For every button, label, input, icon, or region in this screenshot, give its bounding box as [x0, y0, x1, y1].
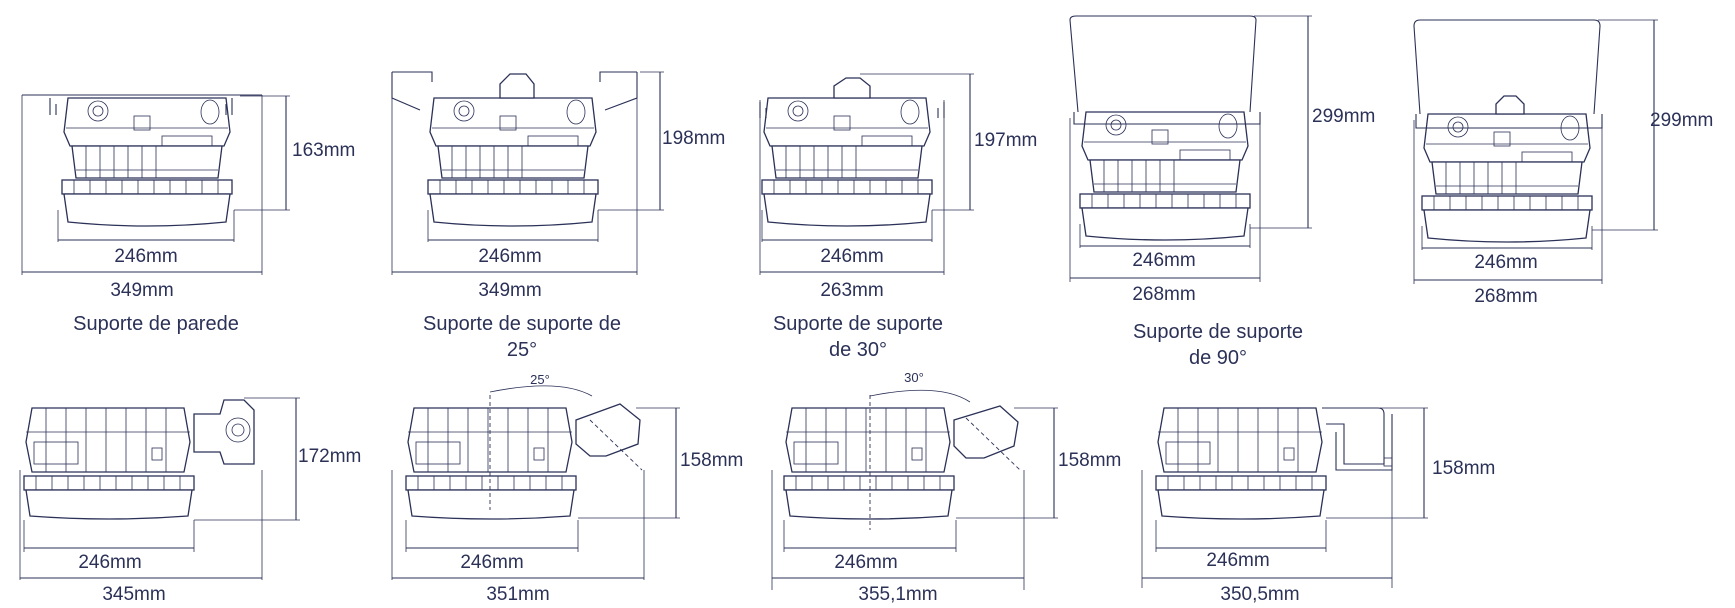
- width-inner-label: 246mm: [1206, 550, 1269, 571]
- caption-line-1: Suporte de suporte: [773, 313, 943, 335]
- height-label: 198mm: [662, 128, 725, 149]
- width-outer-label: 349mm: [110, 280, 173, 301]
- side-view-bracket-30: 30° 246mm 355,1mm 158mm: [771, 370, 1121, 605]
- side-view-wall: 246mm 345mm 172mm: [19, 397, 361, 605]
- height-label: 158mm: [680, 450, 743, 471]
- caption-line-1: Suporte de suporte: [1133, 321, 1303, 343]
- angle-label: 30°: [904, 370, 924, 385]
- angle-label: 25°: [530, 372, 550, 387]
- width-outer-label: 355,1mm: [858, 584, 937, 605]
- lamp-side-view-icon: [23, 407, 195, 520]
- width-outer-label: 351mm: [486, 584, 549, 605]
- caption-line-2: 25°: [507, 339, 537, 361]
- lamp-side-view-icon: [1155, 407, 1327, 520]
- height-label: 158mm: [1058, 450, 1121, 471]
- front-view-bracket-30: 246mm 263mm 197mm Suporte de suporte de …: [759, 73, 1037, 361]
- side-view-bracket-25: 25° 246mm 351mm 158mm: [391, 372, 743, 605]
- front-view-bracket-90-alt: 246mm 268mm 299mm: [1413, 19, 1713, 307]
- width-inner-label: 246mm: [78, 552, 141, 573]
- lamp-side-view-icon: [783, 407, 955, 520]
- height-label: 172mm: [298, 446, 361, 467]
- width-outer-label: 268mm: [1474, 286, 1537, 307]
- width-inner-label: 246mm: [114, 246, 177, 267]
- caption-line-1: Suporte de parede: [73, 313, 239, 335]
- height-label: 299mm: [1650, 110, 1713, 131]
- front-view-bracket-90: 246mm 268mm 299mm Suporte de suporte de …: [1069, 15, 1375, 369]
- front-view-bracket-25: 246mm 349mm 198mm Suporte de suporte de …: [391, 71, 725, 361]
- caption-line-2: de 30°: [829, 339, 887, 361]
- width-inner-label: 246mm: [820, 246, 883, 267]
- lamp-front-view-icon: [1421, 113, 1593, 243]
- width-outer-label: 268mm: [1132, 284, 1195, 305]
- front-view-wall: 246mm 349mm 163mm Suporte de parede: [21, 94, 355, 335]
- height-label: 299mm: [1312, 106, 1375, 127]
- width-outer-label: 345mm: [102, 584, 165, 605]
- width-inner-label: 246mm: [1132, 250, 1195, 271]
- width-inner-label: 246mm: [460, 552, 523, 573]
- width-outer-label: 263mm: [820, 280, 883, 301]
- width-outer-label: 350,5mm: [1220, 584, 1299, 605]
- lamp-front-view-icon: [427, 97, 599, 227]
- lamp-front-view-icon: [61, 97, 233, 227]
- height-label: 197mm: [974, 130, 1037, 151]
- height-label: 158mm: [1432, 458, 1495, 479]
- side-view-bracket-90: 246mm 350,5mm 158mm: [1141, 407, 1495, 605]
- height-label: 163mm: [292, 140, 355, 161]
- lamp-side-view-icon: [405, 407, 577, 520]
- lamp-front-view-icon: [761, 97, 933, 227]
- width-outer-label: 349mm: [478, 280, 541, 301]
- width-inner-label: 246mm: [834, 552, 897, 573]
- caption-line-2: de 90°: [1189, 347, 1247, 369]
- width-inner-label: 246mm: [1474, 252, 1537, 273]
- caption-line-1: Suporte de suporte de: [423, 313, 621, 335]
- width-inner-label: 246mm: [478, 246, 541, 267]
- lamp-front-view-icon: [1079, 111, 1251, 241]
